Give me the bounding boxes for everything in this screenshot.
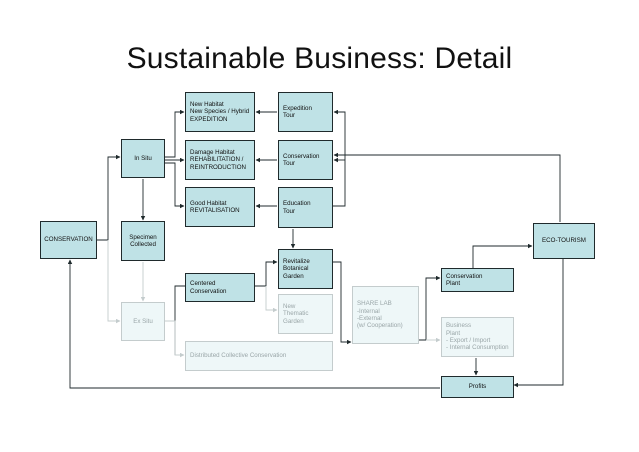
node-share-lab: SHARE LAB -Internal -External (w/ Cooper… bbox=[352, 286, 419, 344]
node-expedition-tour: Expedition Tour bbox=[278, 92, 333, 132]
node-profits: Profits bbox=[441, 376, 514, 398]
arrow-conservation-in-situ bbox=[97, 154, 121, 241]
arrow-conservation-plant-eco bbox=[472, 243, 533, 268]
node-ex-situ: Ex Situ bbox=[121, 302, 165, 341]
node-conservation: CONSERVATION bbox=[40, 221, 97, 259]
node-damage-habitat: Damage Habitat REHABILITATION / REINTROD… bbox=[185, 140, 255, 180]
arrow-bracket-expedition bbox=[333, 109, 346, 207]
node-conservation-plant: Conservation Plant bbox=[441, 268, 514, 292]
node-new-thematic-garden: New Thematic Garden bbox=[278, 294, 333, 334]
arrow-in-situ-new-habitat bbox=[165, 109, 185, 158]
arrow-share-lab-conservation-plant bbox=[419, 275, 441, 341]
arrow-centered-new-thematic bbox=[265, 286, 278, 313]
arrow-in-situ-good-habitat bbox=[165, 162, 185, 209]
node-in-situ: In Situ bbox=[121, 139, 165, 178]
node-education-tour: Education Tour bbox=[278, 187, 333, 228]
node-conservation-tour: Conservation Tour bbox=[278, 140, 333, 180]
arrow-eco-profits bbox=[513, 259, 564, 388]
node-revitalize-garden: Revitalize Botanical Garden bbox=[278, 249, 333, 289]
arrow-ex-situ-distributed bbox=[165, 320, 185, 358]
node-good-habitat: Good Habitat REVITALISATION bbox=[185, 187, 255, 227]
arrow-revitalize-share-lab bbox=[333, 261, 352, 345]
arrow-profits-conservation bbox=[67, 259, 440, 389]
node-business-plant: Business Plant - Export / Import - Inter… bbox=[441, 317, 514, 357]
node-eco-tourism: ECO-TOURISM bbox=[533, 223, 595, 259]
page-title: Sustainable Business: Detail bbox=[126, 42, 513, 75]
node-distributed-collective-conservation: Distributed Collective Conservation bbox=[185, 341, 333, 371]
arrow-eco-conservation-tour bbox=[333, 152, 561, 222]
node-centered-conservation: Centered Conservation bbox=[185, 273, 255, 302]
arrow-conservation-ex-situ bbox=[107, 240, 121, 324]
node-new-habitat: New Habitat New Species / Hybrid EXPEDIT… bbox=[185, 92, 255, 132]
